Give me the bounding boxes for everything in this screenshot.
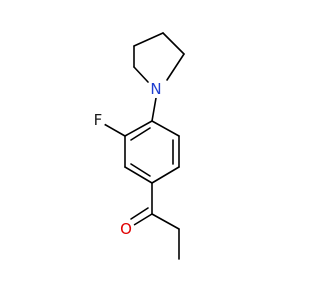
benzene-ring — [124, 120, 180, 184]
atom-label-f: F — [94, 111, 103, 129]
bond-c-ethyl — [151, 213, 180, 230]
bond-n-c1 — [166, 53, 185, 81]
bond-c4-n — [133, 66, 149, 83]
bond-c2-c3 — [133, 32, 164, 47]
atom-label-o: O — [120, 220, 132, 238]
molecule-structure: N F O — [90, 32, 185, 260]
bond-a3-a4 — [151, 166, 180, 184]
pyrrolidine-ring — [133, 32, 185, 83]
bond-a4-a5 — [124, 166, 153, 184]
atom-f: F — [90, 111, 106, 129]
bond-c1-c2 — [162, 32, 185, 55]
bond-inner-2 — [130, 163, 151, 177]
atom-label-n: N — [150, 80, 161, 98]
bond-inner-3 — [130, 127, 151, 141]
bond-aryl-f — [103, 123, 126, 137]
bond-a1-a2 — [151, 120, 180, 137]
bond-co-1 — [133, 213, 153, 226]
atom-o: O — [117, 220, 135, 238]
bond-a6-a1 — [124, 120, 153, 137]
bond-co-2 — [130, 207, 149, 220]
atom-n: N — [147, 80, 165, 98]
bond-n-aryl — [151, 97, 157, 122]
